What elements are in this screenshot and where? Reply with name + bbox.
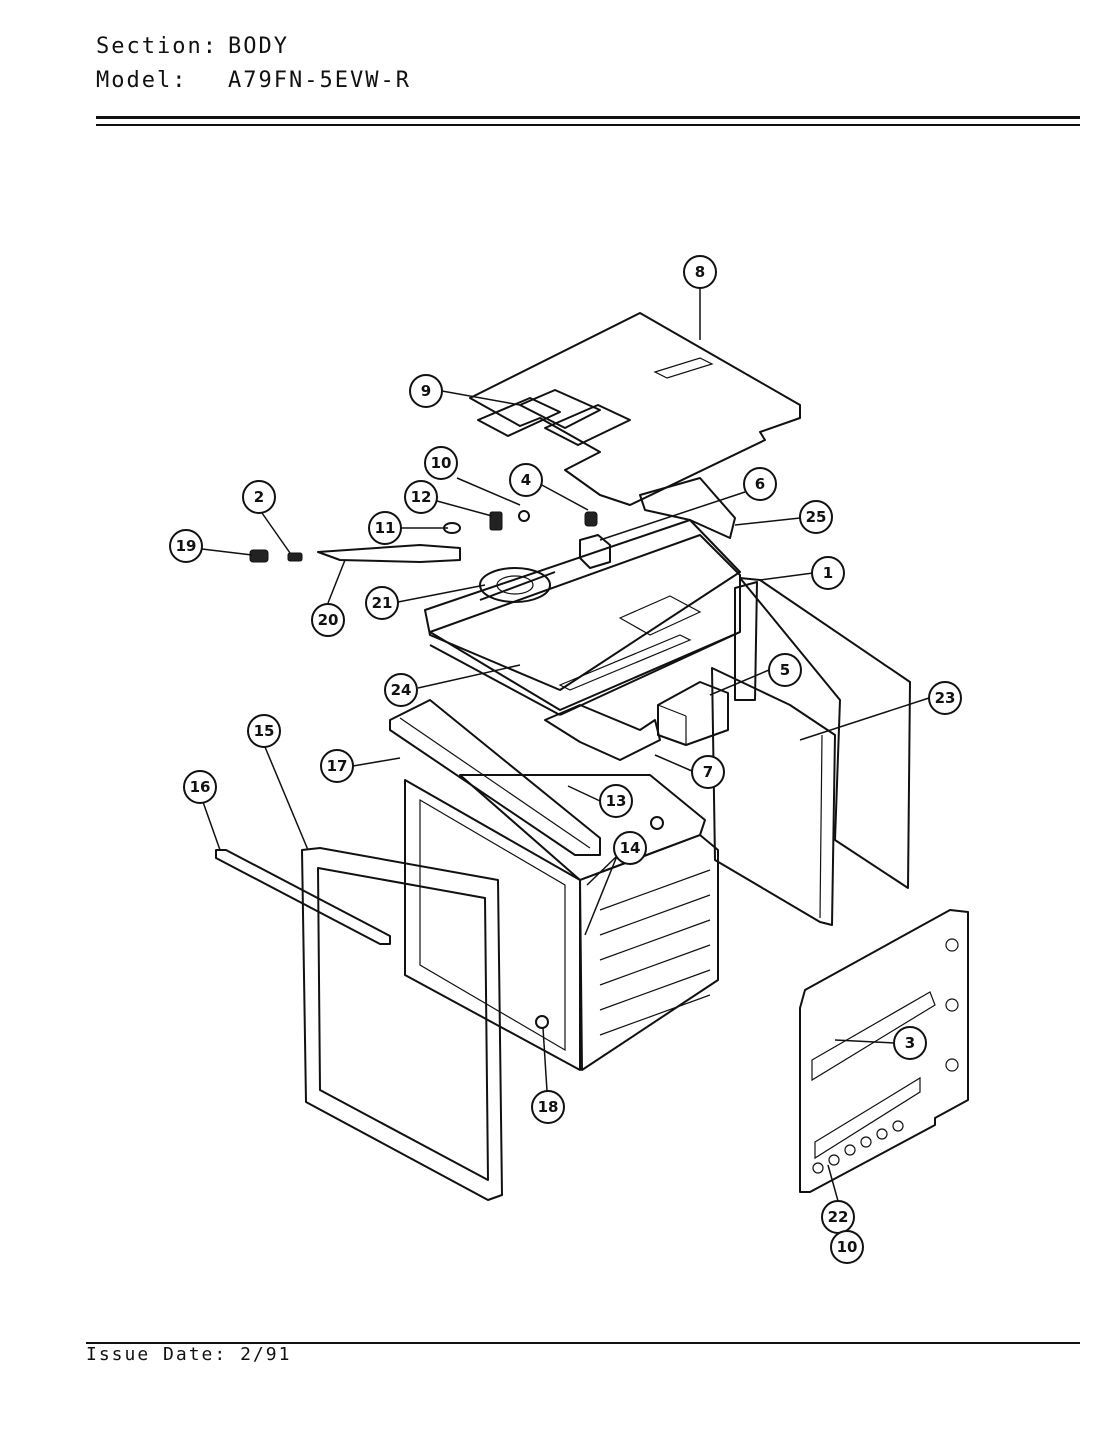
callout-20-label: 20 bbox=[318, 611, 339, 629]
callout-12: 12 bbox=[404, 480, 438, 514]
knob-19 bbox=[249, 549, 269, 563]
callout-14: 14 bbox=[613, 831, 647, 865]
callout-7: 7 bbox=[691, 755, 725, 789]
oven-cavity bbox=[404, 774, 719, 1071]
callout-16: 16 bbox=[183, 770, 217, 804]
callout-4: 4 bbox=[509, 463, 543, 497]
callout-24: 24 bbox=[384, 673, 418, 707]
callout-23-label: 23 bbox=[935, 689, 956, 707]
leader-lines bbox=[201, 288, 930, 1202]
callout-5: 5 bbox=[768, 653, 802, 687]
callout-8: 8 bbox=[683, 255, 717, 289]
model-value: A79FN-5EVW-R bbox=[228, 68, 411, 93]
callout-10-bottom-label: 10 bbox=[837, 1238, 858, 1256]
callout-13: 13 bbox=[599, 784, 633, 818]
model-heading: Model: A79FN-5EVW-R bbox=[96, 68, 411, 93]
front-trim-rail bbox=[389, 699, 601, 856]
header-divider bbox=[96, 116, 1080, 119]
callout-6: 6 bbox=[743, 467, 777, 501]
callout-2-label: 2 bbox=[254, 488, 264, 506]
callout-9-label: 9 bbox=[421, 382, 431, 400]
door-frame bbox=[301, 847, 503, 1201]
callout-1: 1 bbox=[811, 556, 845, 590]
model-label: Model: bbox=[96, 68, 188, 93]
callout-16-label: 16 bbox=[190, 778, 211, 796]
control-panel-bracket bbox=[799, 909, 969, 1193]
footer-divider bbox=[86, 1342, 1080, 1344]
callout-1-label: 1 bbox=[823, 564, 833, 582]
callout-14-label: 14 bbox=[620, 839, 641, 857]
callout-23: 23 bbox=[928, 681, 962, 715]
top-bracket bbox=[639, 477, 736, 539]
callout-3-label: 3 bbox=[905, 1034, 915, 1052]
callout-25-label: 25 bbox=[806, 508, 827, 526]
top-panel bbox=[469, 312, 801, 506]
callout-10-top: 10 bbox=[424, 446, 458, 480]
issue-date-label: Issue Date: bbox=[86, 1344, 228, 1365]
callout-9: 9 bbox=[409, 374, 443, 408]
callout-21-label: 21 bbox=[372, 594, 393, 612]
screw-18 bbox=[535, 1015, 549, 1029]
callout-10-top-label: 10 bbox=[431, 454, 452, 472]
callout-21: 21 bbox=[365, 586, 399, 620]
callout-2: 2 bbox=[242, 480, 276, 514]
burner-assembly bbox=[479, 567, 556, 603]
callout-13-label: 13 bbox=[606, 792, 627, 810]
callout-11-label: 11 bbox=[375, 519, 396, 537]
callout-17: 17 bbox=[320, 749, 354, 783]
fitting-4 bbox=[584, 511, 598, 527]
callout-4-label: 4 bbox=[521, 471, 531, 489]
burner-box bbox=[424, 519, 741, 716]
callout-19: 19 bbox=[169, 529, 203, 563]
callout-25: 25 bbox=[799, 500, 833, 534]
callout-22: 22 bbox=[821, 1200, 855, 1234]
spring-2 bbox=[287, 552, 303, 562]
callout-17-label: 17 bbox=[327, 757, 348, 775]
section-heading: Section: BODY bbox=[96, 34, 289, 59]
callout-15: 15 bbox=[247, 714, 281, 748]
callout-8-label: 8 bbox=[695, 263, 705, 281]
clip-12 bbox=[489, 511, 503, 531]
door-rod bbox=[215, 849, 391, 945]
lever-20 bbox=[317, 544, 461, 563]
section-label: Section: bbox=[96, 34, 218, 59]
issue-date-value: 2/91 bbox=[240, 1344, 292, 1365]
section-value: BODY bbox=[228, 34, 289, 59]
callout-18-label: 18 bbox=[538, 1098, 559, 1116]
issue-date: Issue Date: 2/91 bbox=[86, 1344, 291, 1365]
callout-3: 3 bbox=[893, 1026, 927, 1060]
callout-10-bottom: 10 bbox=[830, 1230, 864, 1264]
baffle-bracket bbox=[544, 704, 661, 761]
callout-6-label: 6 bbox=[755, 475, 765, 493]
callout-5-label: 5 bbox=[780, 661, 790, 679]
insulation-blanket bbox=[711, 667, 836, 926]
header-divider-thin bbox=[96, 124, 1080, 126]
callout-18: 18 bbox=[531, 1090, 565, 1124]
valve bbox=[579, 534, 611, 569]
screw-10-top bbox=[518, 510, 530, 522]
callout-22-label: 22 bbox=[828, 1208, 849, 1226]
callout-7-label: 7 bbox=[703, 763, 713, 781]
callout-11: 11 bbox=[368, 511, 402, 545]
callout-19-label: 19 bbox=[176, 537, 197, 555]
callout-12-label: 12 bbox=[411, 488, 432, 506]
callout-20: 20 bbox=[311, 603, 345, 637]
callout-15-label: 15 bbox=[254, 722, 275, 740]
callout-24-label: 24 bbox=[391, 681, 412, 699]
